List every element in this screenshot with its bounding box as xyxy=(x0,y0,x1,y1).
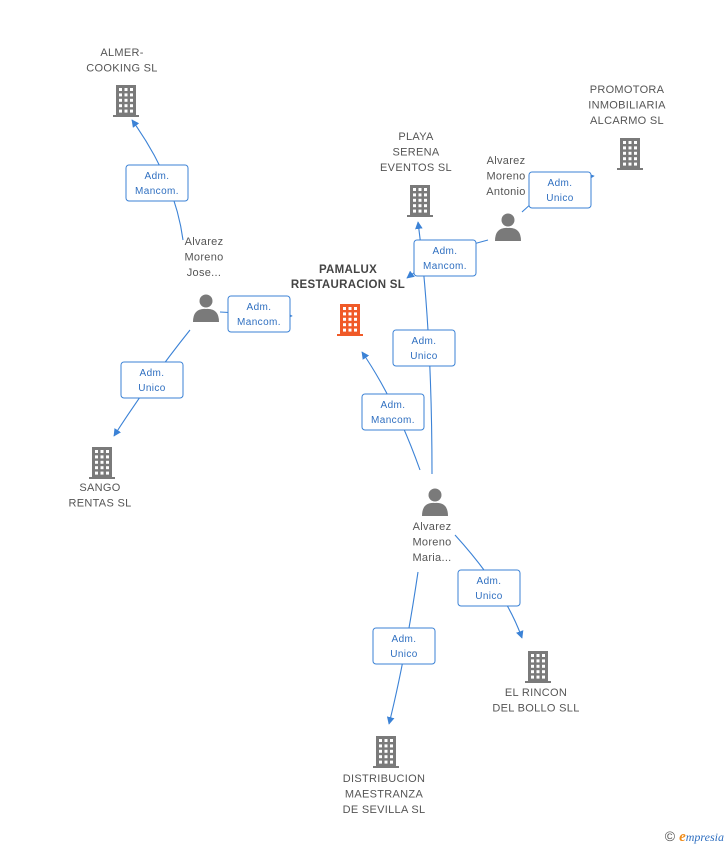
node-label-line: Moreno xyxy=(184,252,223,264)
node-label-line: DISTRIBUCION xyxy=(343,773,425,785)
edge-label-line: Adm. xyxy=(477,576,502,587)
building-icon xyxy=(407,185,433,217)
node-label-line: MAESTRANZA xyxy=(345,789,424,801)
edge-label-line: Mancom. xyxy=(237,317,281,328)
edge-label-jose-pamalux[interactable]: Adm. Mancom. xyxy=(227,295,291,333)
node-label-line: Alvarez xyxy=(487,155,526,167)
edge-label-line: Unico xyxy=(410,351,438,362)
copyright-symbol: © xyxy=(664,828,676,844)
edge-label-line: Adm. xyxy=(548,178,573,189)
node-playa[interactable]: PLAYA SERENA EVENTOS SL xyxy=(380,131,452,217)
node-label-line: COOKING SL xyxy=(86,63,157,75)
edge-label-maria-rincon[interactable]: Adm. Unico xyxy=(457,569,521,607)
node-label-line: Antonio xyxy=(486,186,525,198)
node-label-line: RENTAS SL xyxy=(68,498,131,510)
node-label-line: Moreno xyxy=(412,537,451,549)
edge-label-line: Mancom. xyxy=(423,261,467,272)
node-label-line: SANGO xyxy=(79,482,120,494)
node-label-line: ALMER- xyxy=(100,47,143,59)
person-icon xyxy=(193,294,219,322)
node-label-line: Alvarez xyxy=(413,521,452,533)
edge-label-maria-pamalux[interactable]: Adm. Mancom. xyxy=(361,393,425,431)
building-icon xyxy=(617,138,643,170)
node-distribucion[interactable]: DISTRIBUCION MAESTRANZA DE SEVILLA SL xyxy=(343,736,426,816)
edge-labels-layer: Adm.Mancom.Adm.Mancom.Adm.UnicoAdm.Unico… xyxy=(120,164,592,665)
brand-watermark: ©empresia xyxy=(665,828,724,846)
edges-layer xyxy=(113,119,595,725)
edge-label-maria-distribucion[interactable]: Adm. Unico xyxy=(372,627,436,665)
edge-label-line: Unico xyxy=(475,591,503,602)
node-label-line: PAMALUX xyxy=(319,264,377,276)
node-promotora[interactable]: PROMOTORA INMOBILIARIA ALCARMO SL xyxy=(588,84,666,170)
node-label-line: ALCARMO SL xyxy=(590,115,664,127)
brand-logo-text: mpresia xyxy=(685,830,724,844)
person-icon xyxy=(495,213,521,241)
edge-label-line: Adm. xyxy=(412,336,437,347)
edge-label-antonio-promotora[interactable]: Adm. Unico xyxy=(528,171,592,209)
nodes-layer: ALMER- COOKING SL PROMOTORA INMOBILIARIA ALC… xyxy=(68,47,666,816)
edge-label-line: Adm. xyxy=(145,171,170,182)
node-label-line: Alvarez xyxy=(185,236,224,248)
node-label-line: EL RINCON xyxy=(505,687,567,699)
edge-label-line: Unico xyxy=(390,649,418,660)
building-icon xyxy=(373,736,399,768)
edge-label-jose-sango[interactable]: Adm. Unico xyxy=(120,361,184,399)
node-label-line: EVENTOS SL xyxy=(380,162,452,174)
node-label-line: SERENA xyxy=(392,147,439,159)
node-label-line: DEL BOLLO SLL xyxy=(492,703,579,715)
node-label-line: Jose... xyxy=(187,267,222,279)
node-label-line: Moreno xyxy=(486,171,525,183)
node-label-line: DE SEVILLA SL xyxy=(343,804,426,816)
edge-label-line: Unico xyxy=(138,383,166,394)
edge-label-line: Adm. xyxy=(433,246,458,257)
node-label-line: Maria... xyxy=(412,552,451,564)
edge-label-line: Adm. xyxy=(140,368,165,379)
edge-label-line: Mancom. xyxy=(371,415,415,426)
brand-logo-e: e xyxy=(679,829,686,845)
node-pamalux[interactable]: PAMALUX RESTAURACION SL xyxy=(291,264,405,336)
node-maria[interactable]: AlvarezMorenoMaria... xyxy=(412,488,452,565)
node-label-line: RESTAURACION SL xyxy=(291,279,405,291)
node-label-line: PROMOTORA xyxy=(590,84,665,96)
edge-label-line: Unico xyxy=(546,193,574,204)
node-label-line: PLAYA xyxy=(398,131,434,143)
edge-label-line: Adm. xyxy=(392,634,417,645)
node-almer[interactable]: ALMER- COOKING SL xyxy=(86,47,157,117)
person-icon xyxy=(422,488,448,516)
node-rincon[interactable]: EL RINCON DEL BOLLO SLL xyxy=(492,651,579,715)
building-icon xyxy=(337,304,363,336)
building-icon xyxy=(525,651,551,683)
node-sango[interactable]: SANGO RENTAS SL xyxy=(68,447,131,510)
edge-label-maria-playa[interactable]: Adm. Unico xyxy=(392,329,456,367)
edge-label-jose-almer[interactable]: Adm. Mancom. xyxy=(125,164,189,202)
building-icon xyxy=(113,85,139,117)
edge-label-line: Mancom. xyxy=(135,186,179,197)
edge-label-antonio-pamalux[interactable]: Adm. Mancom. xyxy=(413,239,477,277)
node-label-line: INMOBILIARIA xyxy=(588,100,666,112)
edge-label-line: Adm. xyxy=(381,400,406,411)
building-icon xyxy=(89,447,115,479)
node-jose[interactable]: AlvarezMorenoJose... xyxy=(184,236,223,322)
edge-label-line: Adm. xyxy=(247,302,272,313)
